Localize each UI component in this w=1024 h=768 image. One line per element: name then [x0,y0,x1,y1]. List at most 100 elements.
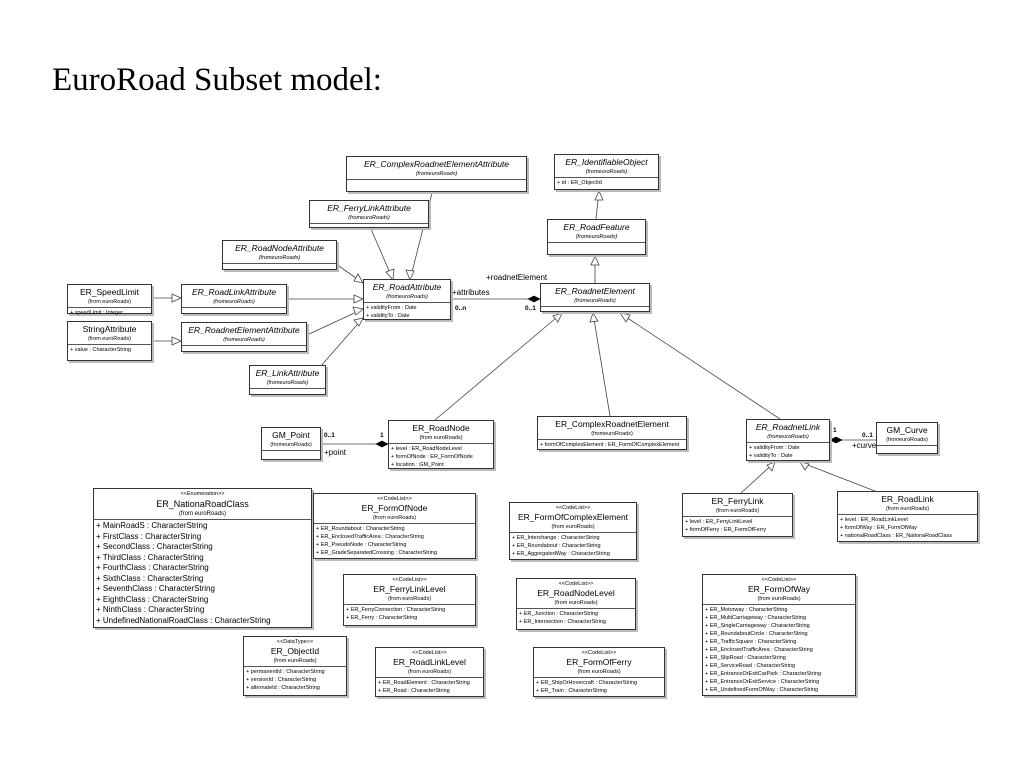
class-stereotype: <<CodeList>> [555,505,591,511]
uml-class-complexRoadnet[interactable]: ER_ComplexRoadnetElement(fromeuroRoads)+… [537,416,687,450]
class-attribute: + ER_EntranceOrExitCarPark : CharacterSt… [705,671,822,677]
class-attribute: + ER_PseudoNode : CharacterString [316,542,407,548]
role-roadnetelement: +roadnetElement [486,273,548,282]
class-header: GM_Point(fromeuroRoads) [262,428,320,451]
class-header: <<CodeList>>ER_FormOfFerry(from euroRoad… [534,648,664,678]
multiplicity-01-point: 0..1 [324,432,335,439]
class-attribute: + SeventhClass : CharacterString [96,584,215,593]
uml-class-roadLink[interactable]: ER_RoadLink(from euroRoads)+ level : ER_… [837,491,978,542]
class-attribute: + level : ER_FerryLinkLevel [685,519,753,525]
class-header: ER_RoadLinkAttribute(fromeuroRoads) [182,285,286,308]
class-attributes: + permanentId : CharacterString + version… [244,667,346,694]
class-attributes [541,307,649,310]
class-name: ER_SpeedLimit [79,287,140,297]
class-attribute: + ER_MultiCarriageway : CharacterString [705,615,807,621]
uml-class-roadNode[interactable]: ER_RoadNode(from euroRoads)+ level : ER_… [388,420,494,469]
uml-class-gmCurve[interactable]: GM_Curve(fromeuroRoads) [876,422,938,454]
class-name: ER_RoadNodeAttribute [235,243,324,253]
arrowhead [353,317,364,327]
class-header: <<CodeList>>ER_RoadLinkLevel(from euroRo… [376,648,483,678]
class-header: ER_ComplexRoadnetElementAttribute(fromeu… [347,157,526,180]
class-attributes [548,243,645,246]
uml-class-identObj[interactable]: ER_IdentifiableObject(fromeuroRoads)+ id… [554,154,659,190]
uml-class-complexElemAttr[interactable]: ER_ComplexRoadnetElementAttribute(fromeu… [346,156,527,192]
arrowhead [405,269,415,282]
uml-class-roadFeature[interactable]: ER_RoadFeature(fromeuroRoads) [547,219,646,255]
class-attributes [182,346,306,349]
uml-class-formOfWay[interactable]: <<CodeList>>ER_FormOfWay(from euroRoads)… [702,574,856,696]
diagram-title: EuroRoad Subset model: [52,62,382,98]
uml-class-roadLinkAttr[interactable]: ER_RoadLinkAttribute(fromeuroRoads) [181,284,287,314]
uml-class-nationaClass[interactable]: <<Enumeration>> ER_NationaRoadClass (from … [93,488,312,628]
class-name: StringAttribute [82,324,137,334]
class-package: (fromeuroRoads) [270,442,312,448]
class-attributes: + ER_Junction : CharacterString+ ER_Inte… [517,609,635,628]
class-attribute: + UndefinedNationalRoadClass : Character… [96,615,271,625]
uml-class-roadNodeAttr[interactable]: ER_RoadNodeAttribute (fromeuroRoads) [222,240,337,270]
uml-class-ferryLinkLevel[interactable]: <<CodeList>>ER_FerryLinkLevel(from euroR… [343,574,476,626]
class-attribute: + EighthClass : CharacterString [96,594,209,604]
uml-class-roadLinkLevel[interactable]: <<CodeList>>ER_RoadLinkLevel(from euroRo… [375,647,484,697]
class-header: ER_ComplexRoadnetElement(fromeuroRoads) [538,417,686,440]
uml-class-roadAttr[interactable]: ER_RoadAttribute(fromeuroRoads)+ validit… [363,279,451,320]
uml-class-roadnetElemAttr[interactable]: ER_RoadnetElementAttribute(fromeuroRoads… [181,322,307,352]
uml-class-ferryLink[interactable]: ER_FerryLink(from euroRoads)+ level : ER… [682,493,793,537]
class-package: (fromeuroRoads) [266,380,309,386]
class-header: <<CodeList>>ER_FormOfWay(from euroRoads) [703,575,855,605]
class-package: (from euroRoads) [387,596,432,602]
class-stereotype: <<CodeList>> [377,496,412,502]
uml-class-stringAttr[interactable]: StringAttribute(from euroRoads) + value :… [67,321,152,361]
arrowhead [589,312,599,323]
class-package: (fromeuroRoads) [386,294,428,300]
class-name: ER_FerryLinkAttribute [327,203,411,213]
uml-class-ferryLinkAttr[interactable]: ER_FerryLinkAttribute(fromeuroRoads) [309,200,429,228]
class-package: (from euroRoads) [178,511,226,517]
uml-class-linkAttr[interactable]: ER_LinkAttribute(fromeuroRoads) [249,365,326,395]
arrowhead [353,273,364,284]
class-attribute: + validityTo : Date [749,453,793,459]
class-attribute: + ER_EntranceOrExitService : CharacterSt… [705,679,820,685]
class-header: <<CodeList>>ER_FormOfComplexElement(from… [510,503,636,533]
uml-class-formOfNode[interactable]: <<CodeList>>ER_FormOfNode(from euroRoads… [313,493,476,559]
uml-class-roadnetLink[interactable]: ER_RoadnetLink(fromeuroRoads)+ validityF… [746,419,830,461]
class-attribute: + ER_Junction : CharacterString [519,611,599,617]
arrowhead [619,312,631,323]
class-attribute: + versionId : CharacterString [246,677,317,683]
class-name: GM_Curve [886,425,928,435]
class-stereotype: <<Enumeration>> [180,491,225,497]
multiplicity-01-roadnet: 0..1 [525,305,536,312]
inherit-line-complex [592,312,611,417]
uml-class-formOfFerry[interactable]: <<CodeList>>ER_FormOfFerry(from euroRoad… [533,647,665,697]
arrowhead [171,336,182,346]
class-package: (fromeuroRoads) [223,337,265,343]
uml-class-speedLimit[interactable]: ER_SpeedLimit(from euroRoads)+ speedLimi… [67,284,152,316]
uml-class-roadnetElement[interactable]: ER_RoadnetElement(fromeuroRoads) [540,283,650,312]
class-attribute: + ER_RoadElement : CharacterString [378,680,470,686]
class-attributes [182,308,286,311]
arrowhead [353,294,364,304]
class-attributes: + ER_Interchange : CharacterString+ ER_R… [510,533,636,560]
class-header: ER_RoadnetLink(fromeuroRoads) [747,420,829,443]
class-attribute: + permanentId : CharacterString [246,669,325,675]
class-package: (fromeuroRoads) [258,255,301,261]
class-attributes: + level : ER_FerryLinkLevel+ formOfFerry… [683,517,792,536]
arrowhead [171,293,182,303]
class-name: ER_FormOfWay [747,584,811,594]
uml-class-objectId[interactable]: <<DataType>>ER_ObjectId(from euroRoads)+… [243,636,347,696]
uml-class-gmPoint[interactable]: GM_Point(fromeuroRoads) [261,427,321,460]
class-attributes: + validityFrom : Date+ validityTo : Date [747,443,829,462]
uml-class-roadNodeLevel[interactable]: <<CodeList>>ER_RoadNodeLevel(from euroRo… [516,578,636,630]
class-attribute: + validityTo : Date [366,313,410,319]
class-attribute: + SixthClass : CharacterString [96,573,204,583]
multiplicity-1-link: 1 [833,427,837,434]
class-attributes [262,451,320,454]
class-attribute: + value : CharacterString [70,347,131,353]
class-name: ER_NationaRoadClass [156,499,249,509]
class-header: ER_FerryLinkAttribute(fromeuroRoads) [310,201,428,224]
class-header: StringAttribute(from euroRoads) [68,322,151,345]
uml-class-formOfComplex[interactable]: <<CodeList>>ER_FormOfComplexElement(from… [509,502,637,560]
class-name: ER_RoadnetLink [755,422,821,432]
class-attribute: + ER_EnclosedTrafficArea : CharacterStri… [705,647,813,653]
class-name: ER_FerryLink [711,496,764,506]
